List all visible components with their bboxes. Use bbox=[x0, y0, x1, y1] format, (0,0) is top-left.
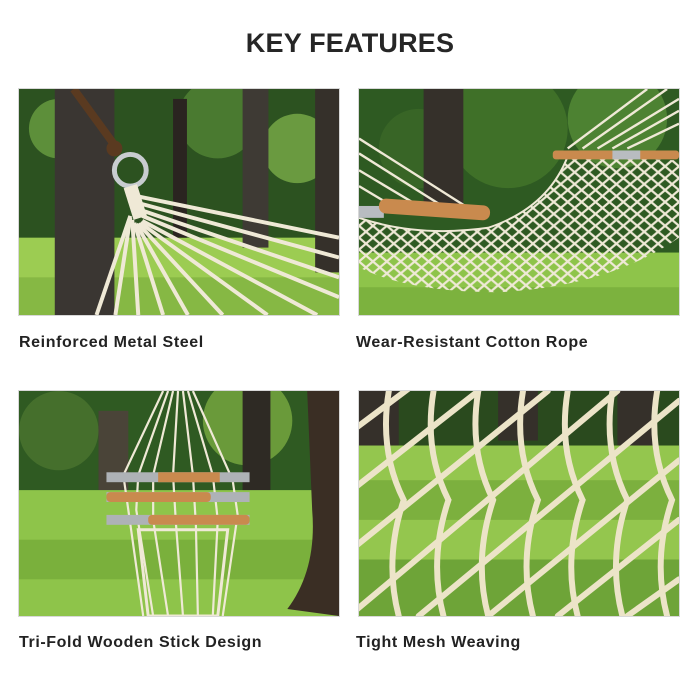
feature-image-cotton-rope bbox=[358, 88, 680, 316]
feature-image-wooden-sticks bbox=[18, 390, 340, 617]
mesh-weaving-illustration bbox=[359, 391, 679, 616]
wooden-sticks-illustration bbox=[19, 391, 339, 616]
feature-caption-metal-steel: Reinforced Metal Steel bbox=[19, 334, 204, 351]
feature-caption-cotton-rope: Wear-Resistant Cotton Rope bbox=[356, 334, 589, 351]
feature-caption-mesh-weaving: Tight Mesh Weaving bbox=[356, 634, 521, 651]
feature-caption-wooden-sticks: Tri-Fold Wooden Stick Design bbox=[19, 634, 263, 651]
hammock-illustration bbox=[359, 89, 679, 315]
feature-image-mesh-weaving bbox=[358, 390, 680, 617]
feature-image-metal-ring bbox=[18, 88, 340, 316]
page-title: KEY FEATURES bbox=[245, 28, 455, 58]
metal-ring-illustration bbox=[19, 89, 339, 315]
